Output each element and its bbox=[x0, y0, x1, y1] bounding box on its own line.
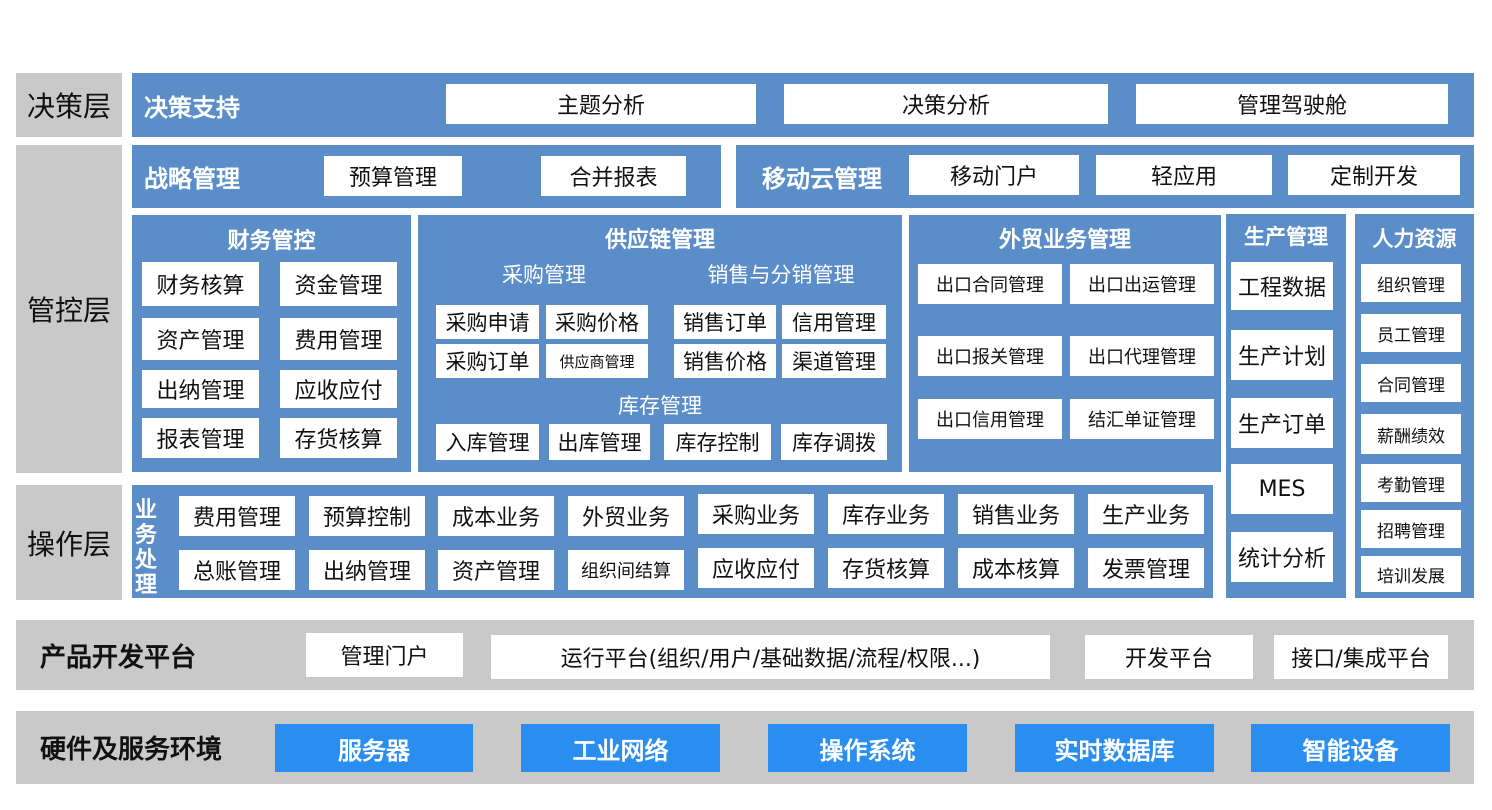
inventory-control-box: 库存控制 bbox=[664, 424, 771, 460]
op-sales-business-box: 销售业务 bbox=[958, 494, 1074, 534]
vertical-title-char: 务 bbox=[134, 523, 157, 548]
op-production-business-box: 生产业务 bbox=[1088, 494, 1204, 534]
op-inter-org-settlement-box: 组织间结算 bbox=[568, 550, 684, 590]
budget-management-box: 预算管理 bbox=[324, 156, 462, 196]
employee-management-box: 员工管理 bbox=[1361, 314, 1461, 352]
business-processing-vertical-title: 业 务 处 理 bbox=[134, 498, 158, 596]
purchase-management-title: 采购管理 bbox=[502, 263, 586, 287]
production-title: 生产管理 bbox=[1244, 225, 1328, 249]
export-contract-box: 出口合同管理 bbox=[918, 264, 1062, 304]
cockpit-box: 管理驾驶舱 bbox=[1136, 84, 1448, 124]
report-management-box: 报表管理 bbox=[142, 418, 259, 458]
op-general-ledger-box: 总账管理 bbox=[179, 550, 295, 590]
op-expense-management-box: 费用管理 bbox=[179, 496, 295, 536]
hardware-band bbox=[16, 711, 1474, 784]
op-inventory-accounting-box: 存货核算 bbox=[828, 548, 944, 588]
sales-distribution-title: 销售与分销管理 bbox=[707, 263, 855, 287]
consolidated-report-box: 合并报表 bbox=[541, 156, 686, 196]
supplier-management-box: 供应商管理 bbox=[546, 344, 648, 378]
layer-label-control: 管控层 bbox=[16, 145, 122, 473]
settlement-document-box: 结汇单证管理 bbox=[1070, 399, 1214, 439]
mes-box: MES bbox=[1231, 464, 1333, 514]
channel-management-box: 渠道管理 bbox=[782, 344, 886, 378]
asset-management-box: 资产管理 bbox=[142, 318, 259, 360]
inventory-management-title: 库存管理 bbox=[618, 394, 702, 418]
smart-device-box: 智能设备 bbox=[1251, 724, 1450, 772]
finance-accounting-box: 财务核算 bbox=[142, 262, 259, 306]
op-foreign-trade-business-box: 外贸业务 bbox=[568, 496, 684, 536]
expense-management-box: 费用管理 bbox=[280, 318, 397, 360]
server-box: 服务器 bbox=[275, 724, 473, 772]
hardware-title: 硬件及服务环境 bbox=[40, 735, 223, 765]
purchase-request-box: 采购申请 bbox=[436, 305, 539, 339]
vertical-title-char: 处 bbox=[134, 548, 157, 573]
vertical-title-char: 理 bbox=[134, 573, 157, 596]
attendance-management-box: 考勤管理 bbox=[1361, 464, 1461, 502]
supply-chain-title: 供应链管理 bbox=[604, 228, 715, 253]
cashier-management-box: 出纳管理 bbox=[142, 370, 259, 408]
sales-order-box: 销售订单 bbox=[674, 305, 776, 339]
op-invoice-management-box: 发票管理 bbox=[1088, 548, 1204, 588]
realtime-database-box: 实时数据库 bbox=[1015, 724, 1214, 772]
op-cost-business-box: 成本业务 bbox=[438, 496, 554, 536]
strategy-title: 战略管理 bbox=[144, 165, 240, 193]
export-shipment-box: 出口出运管理 bbox=[1070, 264, 1214, 304]
receivable-payable-box: 应收应付 bbox=[280, 370, 397, 408]
purchase-price-box: 采购价格 bbox=[546, 305, 648, 339]
salary-performance-box: 薪酬绩效 bbox=[1361, 414, 1461, 454]
op-cashier-management-box: 出纳管理 bbox=[309, 550, 425, 590]
outbound-management-box: 出库管理 bbox=[549, 424, 650, 460]
production-order-box: 生产订单 bbox=[1231, 398, 1333, 448]
decision-analysis-box: 决策分析 bbox=[784, 84, 1108, 124]
statistical-analysis-box: 统计分析 bbox=[1231, 532, 1333, 582]
fund-management-box: 资金管理 bbox=[280, 262, 397, 306]
inventory-transfer-box: 库存调拨 bbox=[781, 424, 887, 460]
custom-development-box: 定制开发 bbox=[1288, 155, 1460, 195]
vertical-title-char: 业 bbox=[134, 498, 157, 523]
op-purchase-business-box: 采购业务 bbox=[698, 494, 814, 534]
hr-title: 人力资源 bbox=[1372, 227, 1457, 251]
decision-support-title: 决策支持 bbox=[144, 93, 240, 122]
contract-management-box: 合同管理 bbox=[1361, 364, 1461, 402]
topic-analysis-box: 主题分析 bbox=[446, 84, 756, 124]
finance-control-title: 财务管控 bbox=[227, 229, 316, 254]
training-development-box: 培训发展 bbox=[1361, 556, 1461, 592]
export-agency-box: 出口代理管理 bbox=[1070, 336, 1214, 376]
inbound-management-box: 入库管理 bbox=[436, 424, 539, 460]
organization-management-box: 组织管理 bbox=[1361, 264, 1461, 302]
inventory-accounting-box: 存货核算 bbox=[280, 418, 397, 458]
operating-system-box: 操作系统 bbox=[768, 724, 967, 772]
mobile-cloud-title: 移动云管理 bbox=[762, 165, 882, 193]
recruitment-management-box: 招聘管理 bbox=[1361, 510, 1461, 548]
layer-label-decision: 决策层 bbox=[16, 73, 122, 137]
mobile-portal-box: 移动门户 bbox=[909, 155, 1079, 195]
op-budget-control-box: 预算控制 bbox=[309, 496, 425, 536]
interface-integration-platform-box: 接口/集成平台 bbox=[1274, 635, 1448, 679]
op-receivable-payable-box: 应收应付 bbox=[698, 548, 814, 588]
purchase-order-box: 采购订单 bbox=[436, 344, 539, 378]
development-platform-box: 开发平台 bbox=[1085, 635, 1253, 679]
op-inventory-business-box: 库存业务 bbox=[828, 494, 944, 534]
op-asset-management-box: 资产管理 bbox=[438, 550, 554, 590]
layer-label-operation: 操作层 bbox=[16, 485, 122, 600]
foreign-trade-title: 外贸业务管理 bbox=[998, 228, 1131, 253]
export-customs-box: 出口报关管理 bbox=[918, 336, 1062, 376]
sales-price-box: 销售价格 bbox=[674, 344, 776, 378]
op-cost-accounting-box: 成本核算 bbox=[958, 548, 1074, 588]
runtime-platform-box: 运行平台(组织/用户/基础数据/流程/权限...) bbox=[491, 635, 1050, 679]
credit-management-box: 信用管理 bbox=[782, 305, 886, 339]
light-app-box: 轻应用 bbox=[1096, 155, 1272, 195]
platform-title: 产品开发平台 bbox=[40, 642, 197, 673]
industrial-network-box: 工业网络 bbox=[521, 724, 720, 772]
export-credit-box: 出口信用管理 bbox=[918, 399, 1062, 439]
engineering-data-box: 工程数据 bbox=[1231, 262, 1333, 310]
management-portal-box: 管理门户 bbox=[306, 633, 463, 677]
production-plan-box: 生产计划 bbox=[1231, 330, 1333, 380]
